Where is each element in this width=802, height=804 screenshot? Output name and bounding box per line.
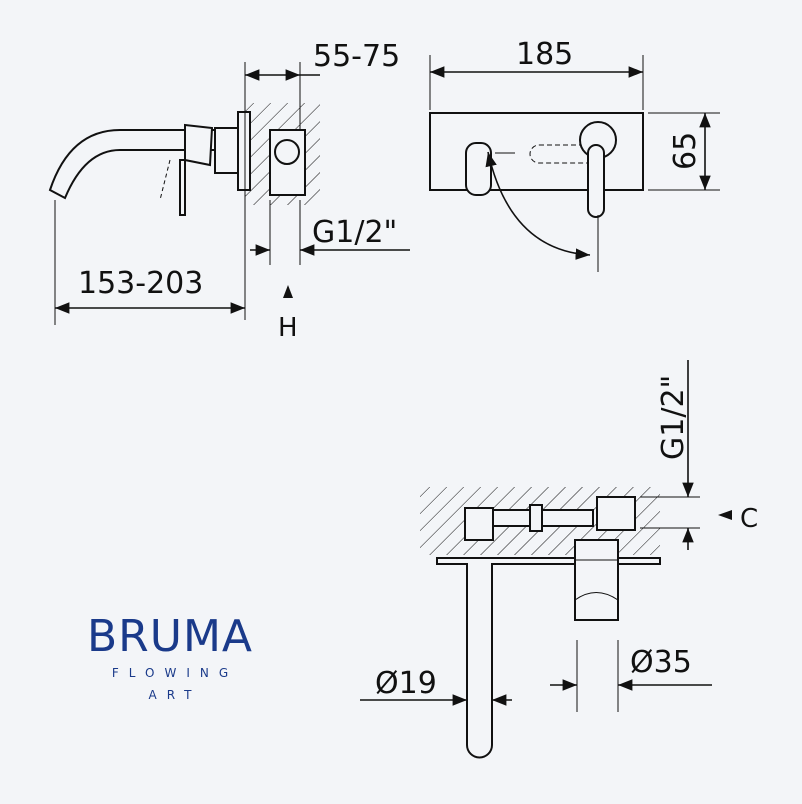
- logo-brand: BRUMA: [86, 611, 254, 662]
- front-view: 185 65: [429, 37, 720, 272]
- section-view: G1/2" C Ø19 Ø35: [360, 360, 758, 759]
- dim-plate-width: 185: [516, 37, 573, 72]
- dim-wall-depth: 55-75: [313, 39, 400, 74]
- dim-plate-height: 65: [668, 132, 703, 170]
- dim-spout-diameter: Ø19: [375, 666, 437, 701]
- spout-pipe: [466, 563, 493, 759]
- label-c: C: [740, 504, 758, 534]
- dim-spout-projection: 153-203: [78, 266, 203, 301]
- label-h: H: [278, 313, 298, 343]
- logo-tagline-2: ART: [148, 688, 202, 702]
- lever: [587, 144, 605, 218]
- dim-connection-side: G1/2": [312, 215, 397, 250]
- dim-cartridge-diameter: Ø35: [630, 645, 692, 680]
- side-view: 55-75 153-203 G1/2" H: [48, 39, 410, 343]
- spout-front: [465, 142, 492, 196]
- dim-connection-section: G1/2": [656, 375, 691, 460]
- handle: [184, 123, 214, 167]
- logo-tagline-1: FLOWING: [111, 666, 239, 680]
- brand-logo: BRUMA FLOWING ART: [70, 612, 270, 706]
- cartridge: [574, 539, 619, 621]
- rosette: [237, 111, 251, 191]
